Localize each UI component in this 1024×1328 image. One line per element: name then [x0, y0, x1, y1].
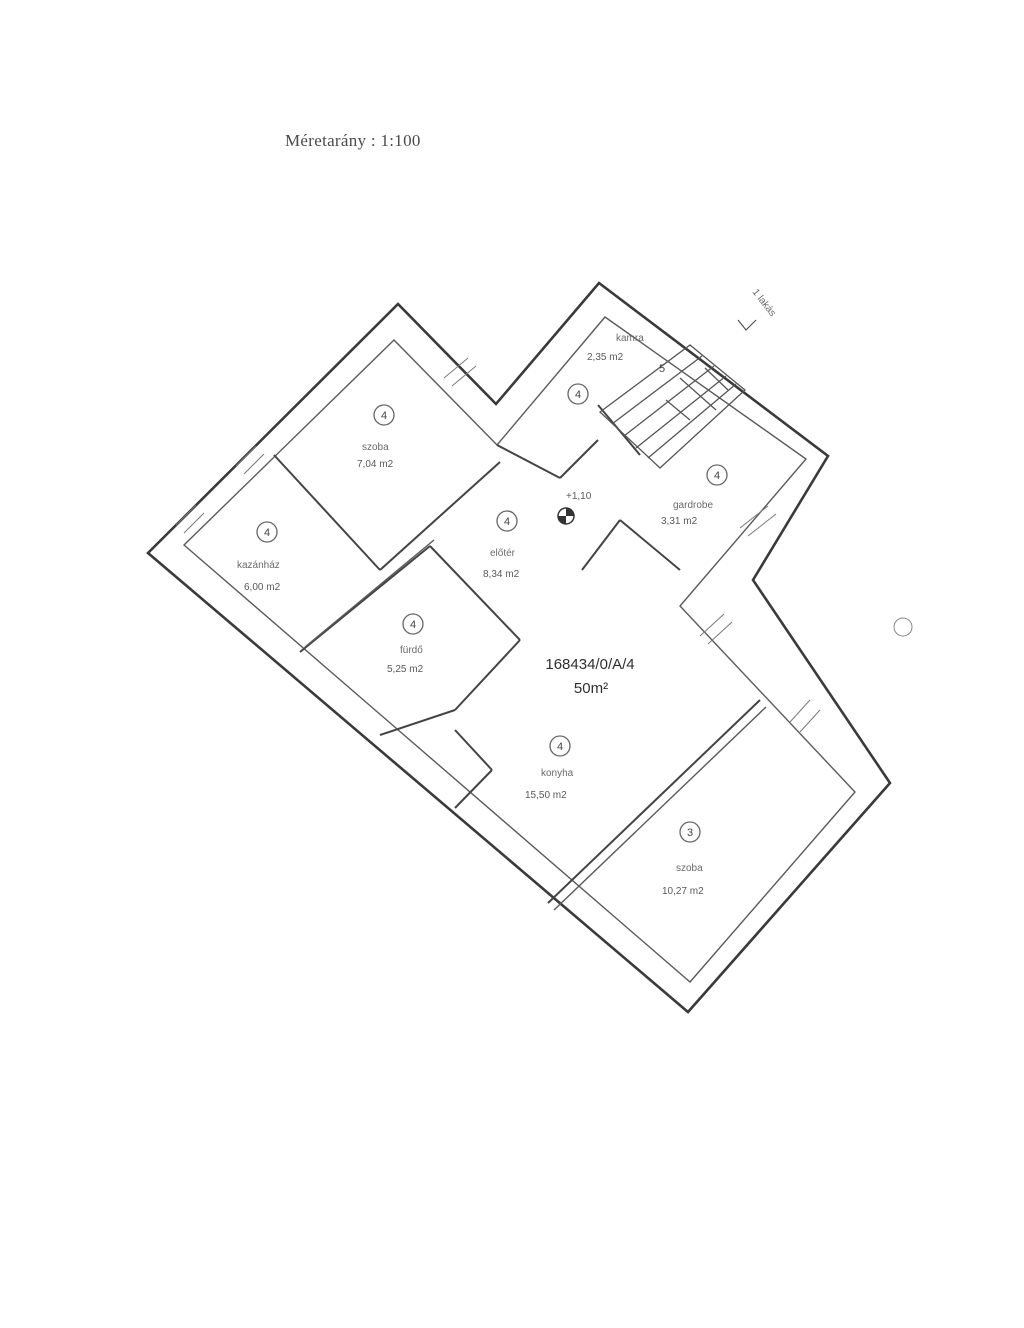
room-area: 5,25 m2: [387, 664, 424, 675]
room-name: kazánház: [237, 560, 280, 571]
room-area: 8,34 m2: [483, 569, 520, 580]
room-name: gardrobe: [673, 500, 713, 511]
room-szoba-1: 4 szoba 7,04 m2: [357, 404, 395, 470]
room-kamra: 4 kamra 2,35 m2: [567, 333, 644, 405]
room-area: 2,35 m2: [587, 352, 624, 363]
compass-mark: [893, 617, 913, 637]
room-szoba-2: 3 szoba 10,27 m2: [662, 821, 704, 897]
room-floor: 4: [264, 527, 270, 539]
room-area: 6,00 m2: [244, 582, 281, 593]
room-floor: 4: [381, 410, 387, 422]
room-area: 15,50 m2: [525, 790, 567, 801]
parcel-area: 50m²: [574, 680, 608, 697]
room-area: 7,04 m2: [357, 459, 394, 470]
room-name: előtér: [490, 548, 516, 559]
room-name: szoba: [362, 442, 389, 453]
room-name: fürdő: [400, 645, 423, 656]
level-marker-label: +1,10: [566, 491, 592, 502]
stair-direction-label: 1 lakás: [750, 287, 778, 319]
staircase: [598, 344, 746, 469]
room-floor: 4: [714, 470, 720, 482]
room-name: szoba: [676, 863, 703, 874]
partitions: [273, 404, 767, 911]
outer-walls: [146, 281, 892, 1014]
room-floor: 4: [575, 389, 581, 401]
room-name: kamra: [616, 333, 644, 344]
level-marker: [557, 507, 575, 525]
room-area: 10,27 m2: [662, 886, 704, 897]
room-floor: 4: [557, 741, 563, 753]
stair-mark: 5: [659, 363, 665, 375]
room-floor: 4: [410, 619, 416, 631]
room-eloter: 4 előtér 8,34 m2: [483, 510, 520, 580]
parcel-number: 168434/0/A/4: [545, 656, 634, 673]
room-kazanhaz: 4 kazánház 6,00 m2: [237, 521, 281, 593]
room-floor: 3: [687, 827, 693, 839]
scale-caption: Méretarány : 1:100: [285, 131, 421, 150]
room-konyha: 4 konyha 15,50 m2: [525, 735, 574, 801]
windows: [175, 357, 821, 733]
room-floor: 4: [504, 516, 510, 528]
stair-direction-arrow: [737, 319, 757, 331]
room-name: konyha: [541, 768, 574, 779]
room-furdo: 4 fürdő 5,25 m2: [387, 613, 424, 675]
room-gardrobe: 4 gardrobe 3,31 m2: [661, 464, 728, 527]
room-area: 3,31 m2: [661, 516, 698, 527]
